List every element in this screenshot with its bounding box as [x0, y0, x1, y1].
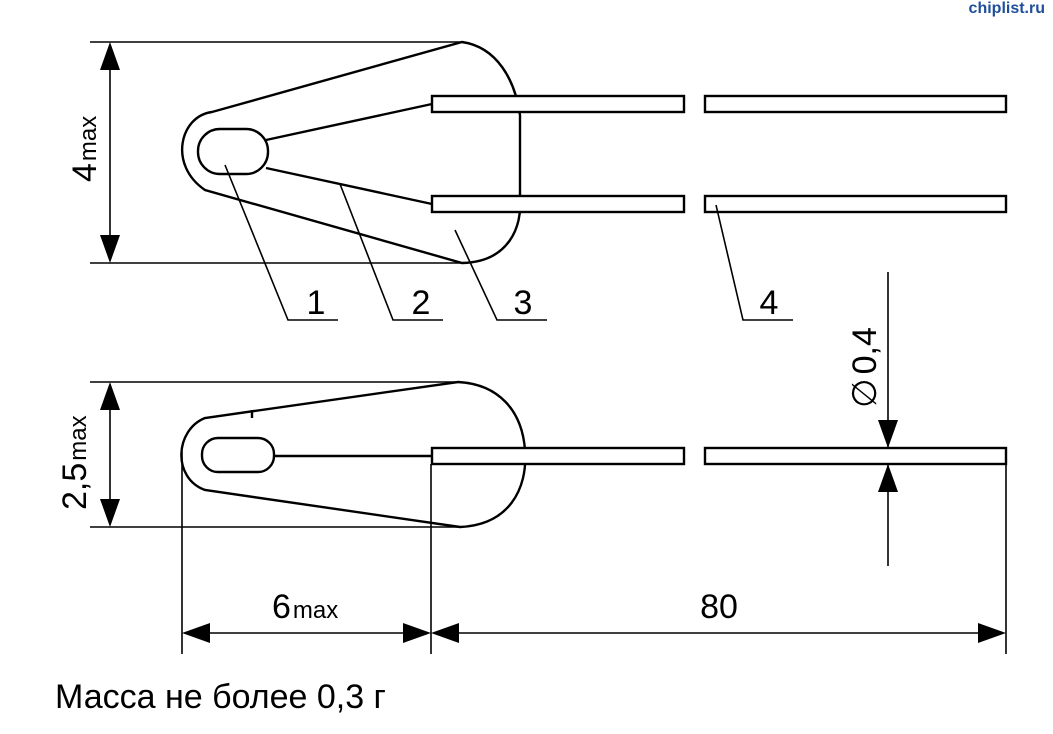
dimension-label-4max: 4 max [66, 116, 104, 182]
arrow-left [431, 623, 459, 643]
arrow-right [403, 623, 431, 643]
arrow-down [100, 235, 120, 263]
dimension-label-6max: 6max [272, 588, 338, 626]
callout-leader-2 [339, 183, 443, 321]
lead-left [430, 446, 686, 466]
dimension-label-diameter: ∅ 0,4 [846, 327, 884, 408]
arrow-down [100, 499, 120, 527]
lead-right [703, 446, 1008, 466]
callout-label-3: 3 [514, 284, 533, 322]
arrow-right [978, 623, 1006, 643]
lead-upper-left [430, 94, 686, 114]
diameter-value: 0,4 [846, 327, 884, 374]
arrow-up [100, 42, 120, 70]
dim-suffix: max [65, 415, 92, 460]
bead [200, 436, 276, 474]
arrow-down [878, 420, 898, 448]
diameter-symbol: ∅ [846, 378, 884, 408]
arrow-up [100, 382, 120, 410]
callout-leader-4 [715, 204, 793, 321]
callout-label-4: 4 [760, 284, 779, 322]
dim-suffix: max [75, 116, 102, 161]
dim-suffix: max [293, 597, 338, 624]
dimension-label-80: 80 [700, 588, 738, 626]
dim-value: 4 [66, 163, 104, 182]
arrow-left [182, 623, 210, 643]
callout-leader-3 [454, 229, 547, 321]
arrow-up [878, 464, 898, 492]
callout-label-1: 1 [307, 284, 326, 322]
lead-lower-right [703, 194, 1008, 214]
bead [196, 127, 270, 176]
lead-upper-right [703, 94, 1008, 114]
body-outline [180, 40, 522, 265]
lead-lower-left [430, 194, 686, 214]
wire-lower [265, 166, 433, 206]
wire-upper [265, 102, 433, 142]
dim-value: 2,5 [56, 463, 94, 510]
mass-note: Масса не более 0,3 г [55, 678, 386, 716]
dimension-label-2-5max: 2,5 max [56, 415, 94, 510]
top-view: 4 max 1 2 3 4 [66, 40, 1008, 322]
callout-label-2: 2 [412, 284, 431, 322]
callout-leader-1 [224, 164, 338, 321]
dim-value: 6 [272, 588, 291, 626]
watermark: chiplist.ru [968, 0, 1045, 17]
side-view: 2,5max ∅0,4 6max 80 [56, 272, 1008, 654]
